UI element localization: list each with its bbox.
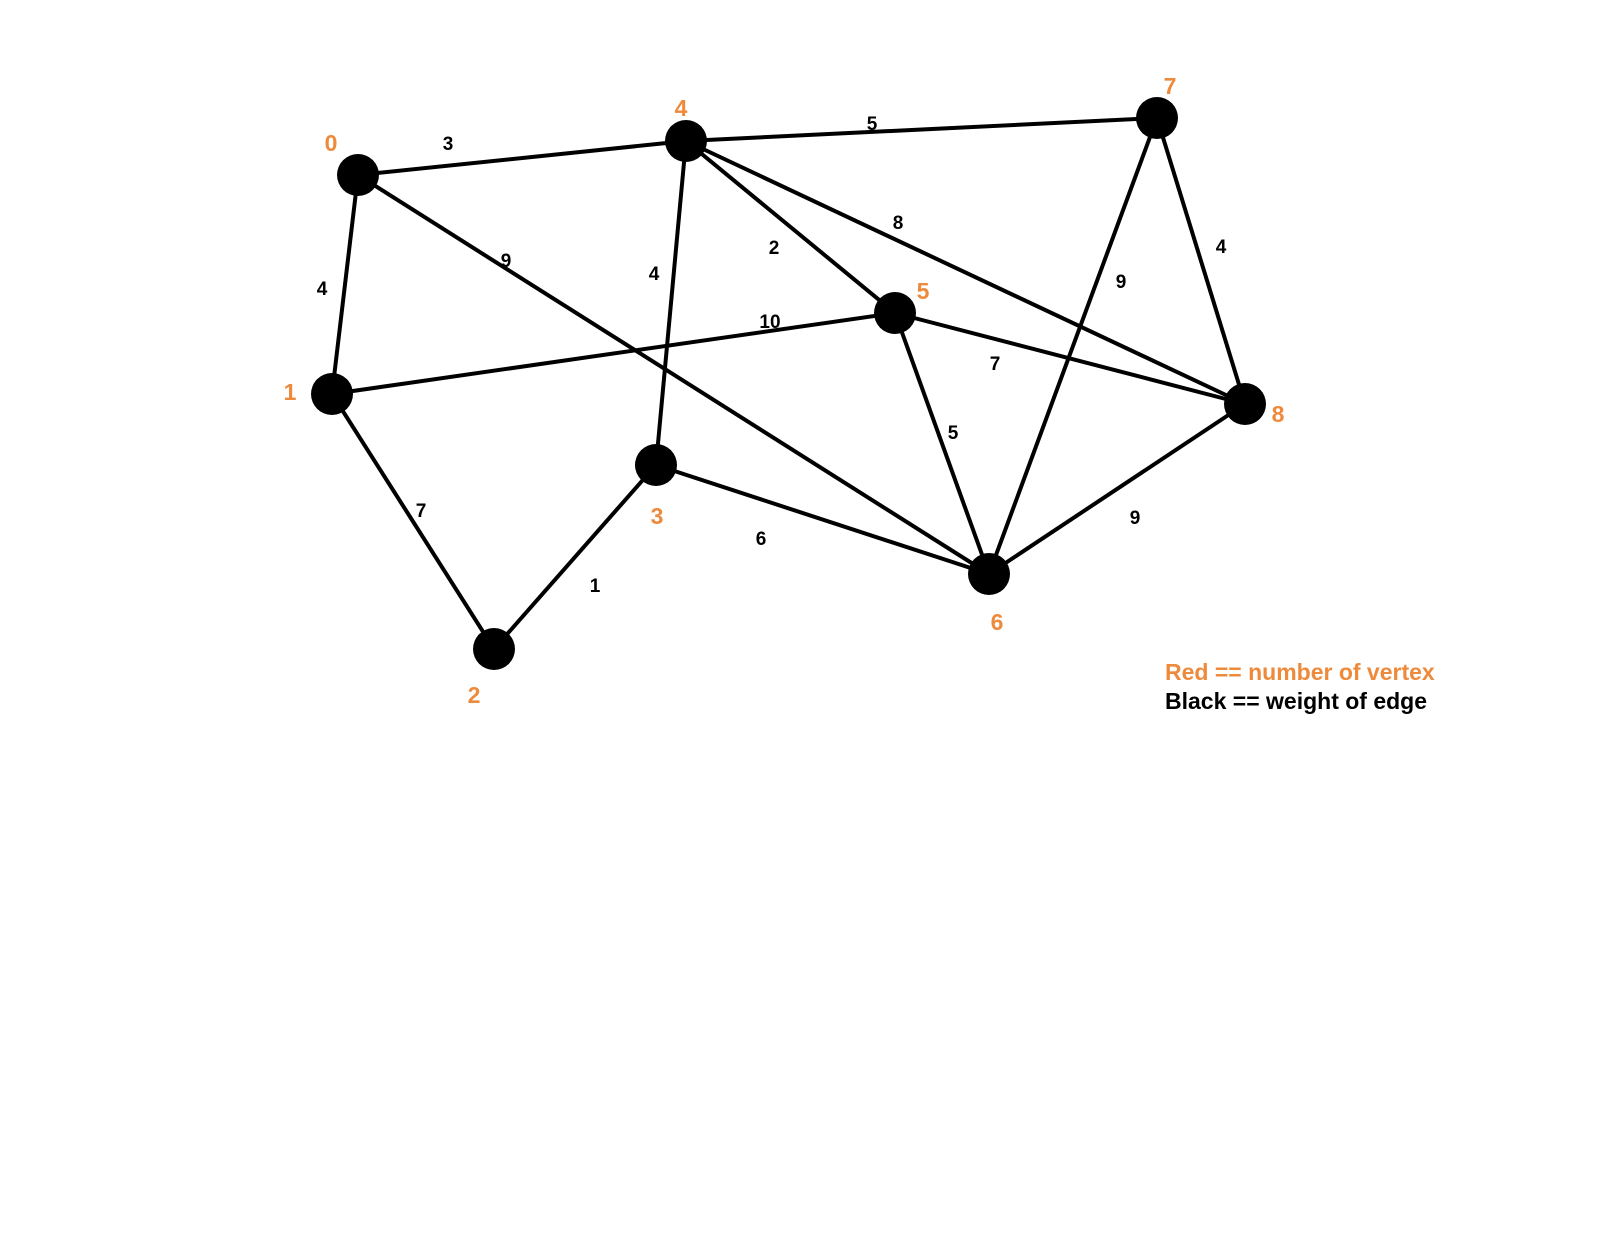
legend-weight-text: Black == weight of edge [1165,688,1428,714]
edge-weight-3-6: 6 [756,529,767,550]
edge-weight-0-6: 9 [501,251,512,272]
vertex-2 [473,628,515,670]
vertex-label-8: 8 [1272,401,1285,427]
edge-5-6 [893,312,991,575]
edge-0-4 [357,139,687,177]
edge-weight-4-5: 2 [769,238,780,259]
vertex-label-4: 4 [675,95,688,121]
edge-1-2 [330,392,496,651]
edge-weight-4-8: 8 [893,213,904,234]
edge-weight-5-8: 7 [990,354,1001,375]
edge-weight-7-6: 9 [1116,272,1127,293]
vertex-label-2: 2 [468,682,481,708]
legend-vertex-text: Red == number of vertex [1165,659,1435,685]
edge-4-8 [685,139,1246,406]
edge-weight-0-1: 4 [317,279,328,300]
vertex-label-0: 0 [325,130,338,156]
vertex-labels-layer: 0 1 2 3 4 5 6 7 8 [284,73,1285,708]
vertex-label-5: 5 [917,278,930,304]
vertex-label-6: 6 [991,609,1004,635]
edge-weight-0-4: 3 [443,134,454,155]
edge-weight-2-3: 1 [590,576,601,597]
vertex-3 [635,444,677,486]
edge-1-5 [331,311,896,396]
edge-7-8 [1155,117,1247,405]
edges-layer [330,116,1247,651]
edge-weight-3-4: 4 [649,264,660,285]
vertex-5 [874,292,916,334]
edge-4-5 [684,139,897,315]
edge-weight-1-2: 7 [416,501,427,522]
vertex-7 [1136,97,1178,139]
edge-weight-1-5: 10 [759,312,780,333]
edge-weight-6-8: 9 [1130,508,1141,529]
vertex-label-7: 7 [1164,73,1177,99]
vertex-0 [337,154,379,196]
edge-3-6 [655,463,990,576]
edge-weight-5-6: 5 [948,423,959,444]
edge-2-3 [492,463,658,651]
edge-weights-layer: 3 4 9 10 7 1 4 6 5 2 8 7 5 9 4 9 [317,114,1227,597]
vertex-label-3: 3 [651,503,664,529]
edge-3-4 [654,140,688,466]
vertices-layer [311,97,1266,670]
vertex-8 [1224,383,1266,425]
edge-weight-7-8: 4 [1216,237,1227,258]
vertex-label-1: 1 [284,379,297,405]
edge-0-6 [356,173,991,576]
legend: Red == number of vertex Black == weight … [1165,658,1435,716]
edge-4-7 [685,116,1158,143]
edge-0-1 [330,174,360,395]
vertex-6 [968,553,1010,595]
vertex-1 [311,373,353,415]
edge-weight-4-7: 5 [867,114,878,135]
vertex-4 [665,120,707,162]
edge-6-8 [987,402,1247,576]
edge-7-6 [987,117,1159,575]
